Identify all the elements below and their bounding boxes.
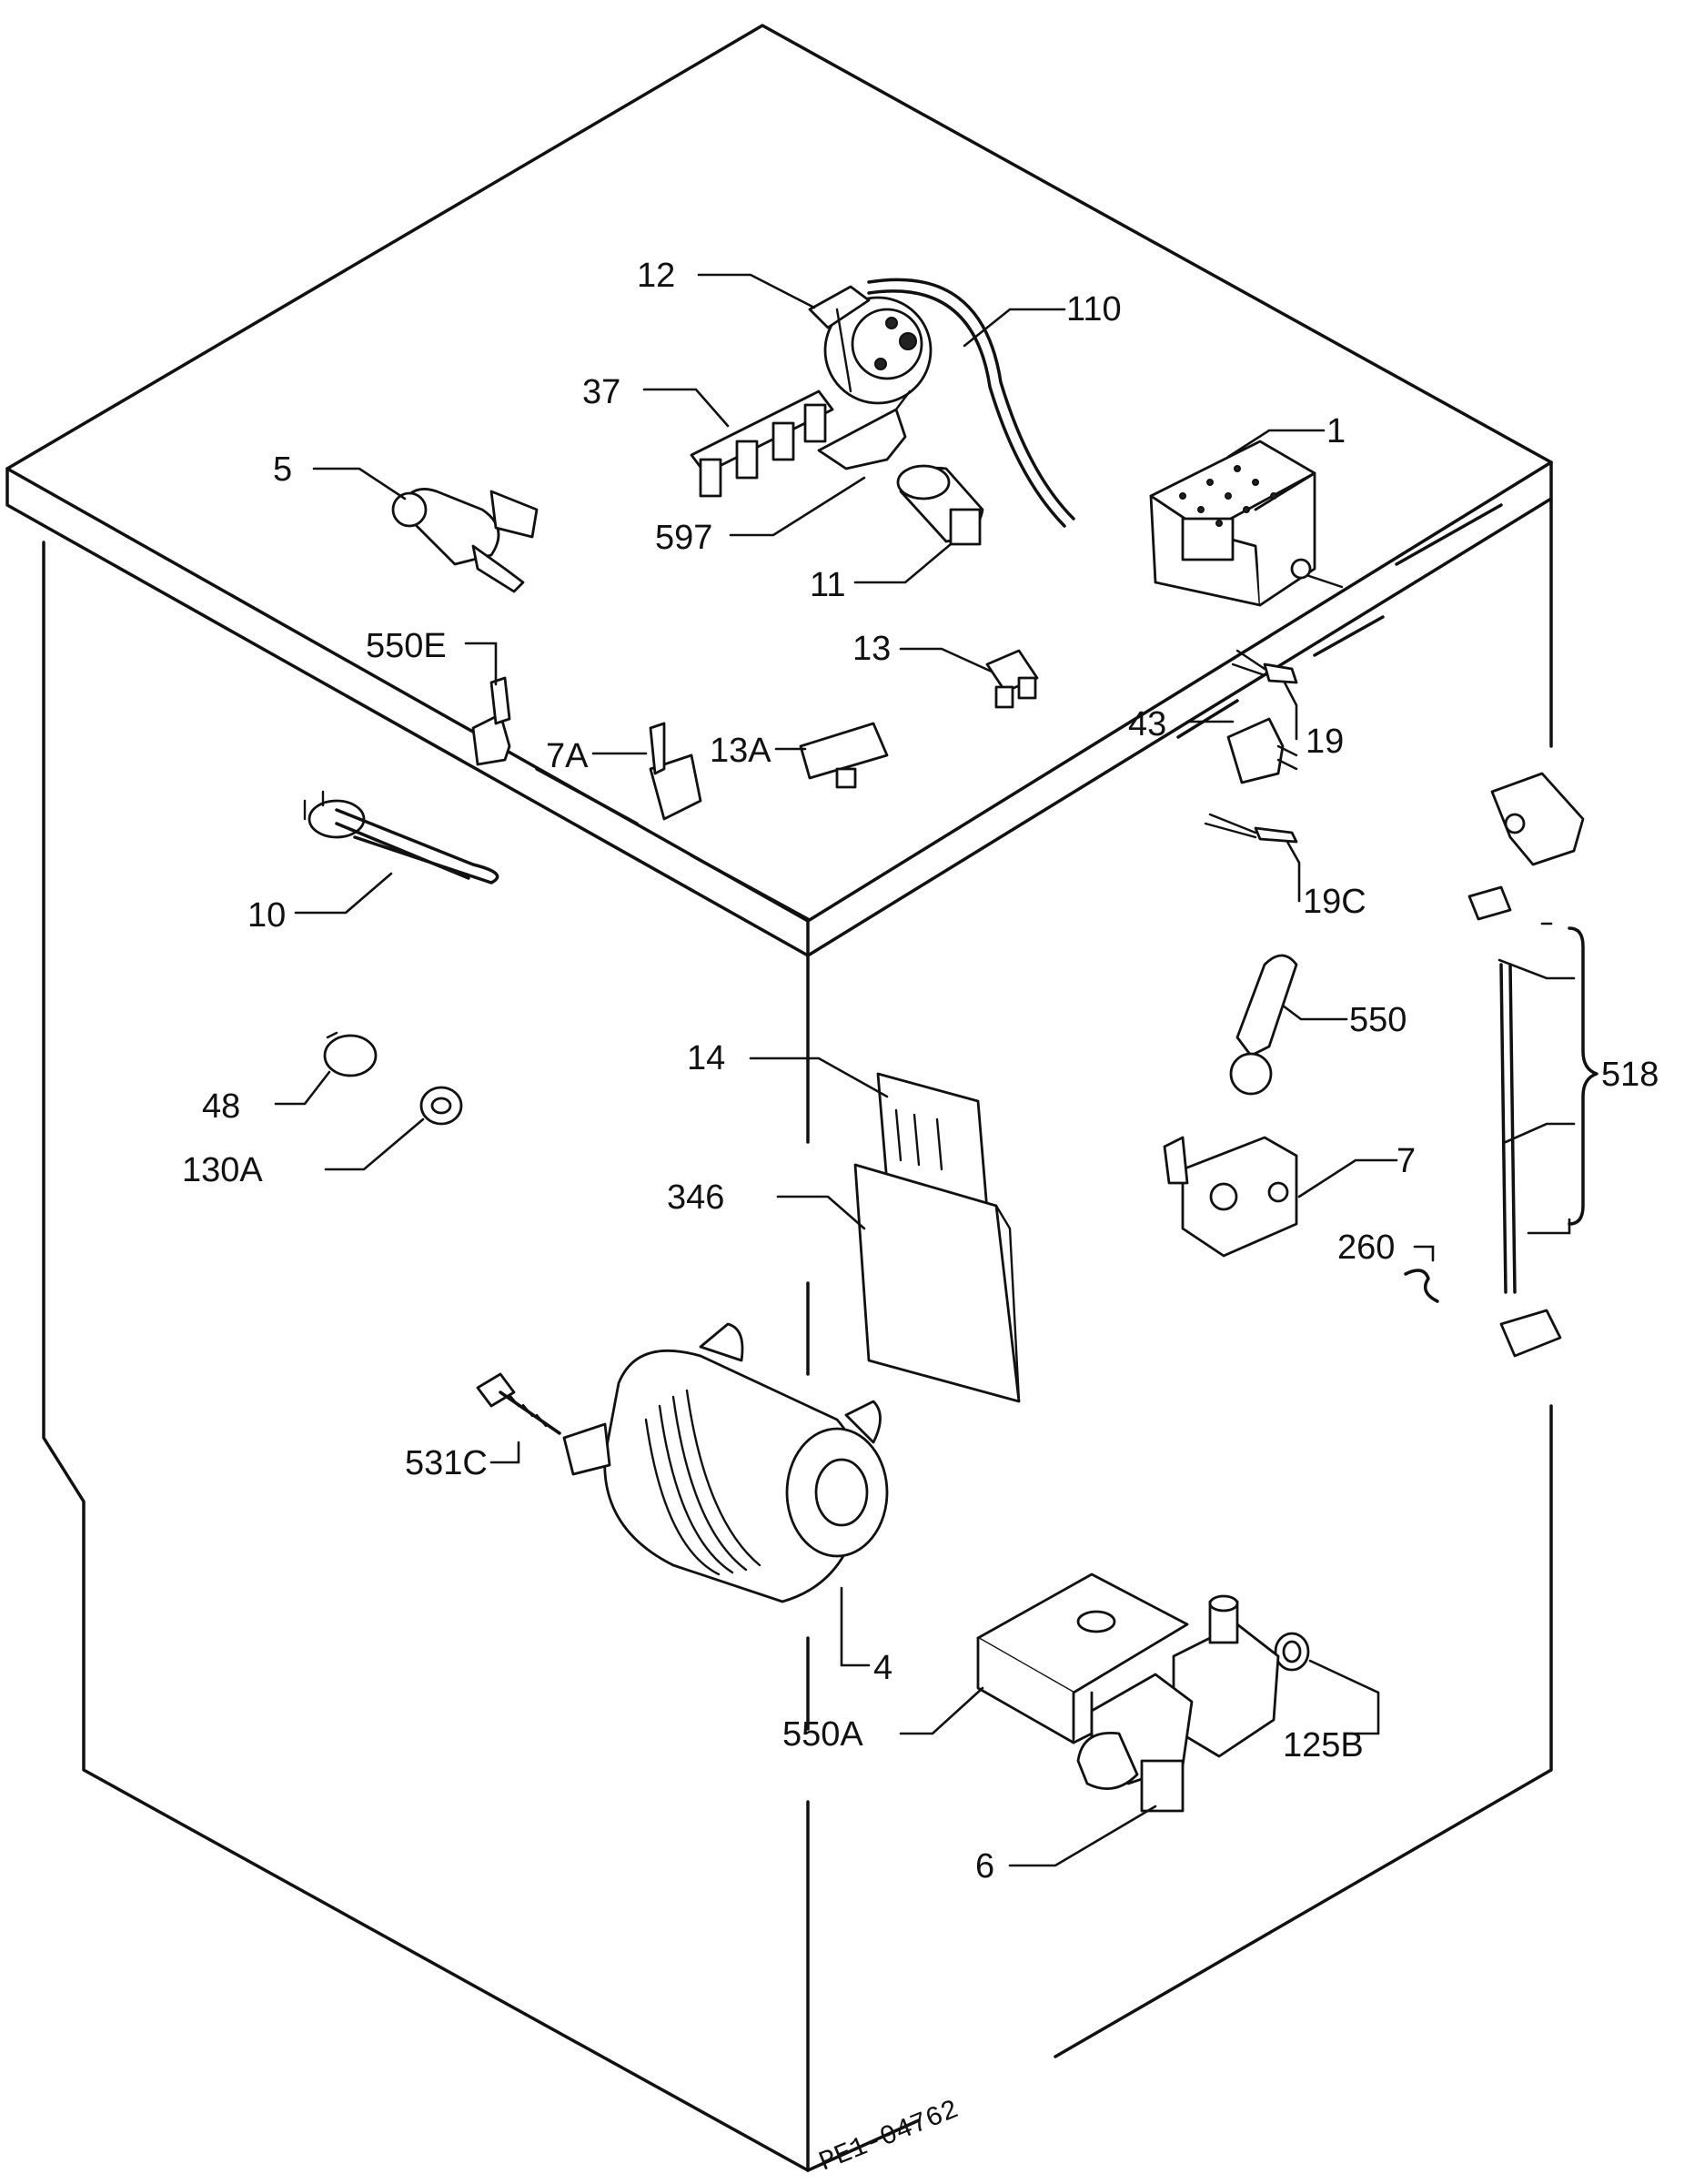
label-531c: 531C (405, 1444, 488, 1482)
part-550e-bracket (471, 676, 511, 766)
label-260: 260 (1337, 1228, 1395, 1267)
label-7a: 7A (546, 737, 589, 775)
part-125b-seal (1274, 1632, 1310, 1672)
part-550a-cover (976, 1572, 1189, 1744)
part-19-sensor (1231, 649, 1298, 684)
label-7: 7 (1397, 1142, 1416, 1180)
part-110-hose (867, 278, 1075, 528)
part-518-handle-assembly (1467, 772, 1585, 1358)
cabinet-left-wall (42, 541, 810, 2172)
part-7a-microswitch (649, 722, 702, 821)
part-43-switch (1226, 717, 1298, 784)
part-6-drain-pump (1076, 1594, 1280, 1813)
label-19c: 19C (1303, 883, 1366, 921)
label-1: 1 (1326, 412, 1346, 450)
label-550e: 550E (366, 627, 447, 665)
part-4-motor (562, 1322, 889, 1603)
cabinet-top-front-edge (5, 467, 810, 957)
label-14: 14 (687, 1039, 725, 1077)
label-346: 346 (667, 1178, 724, 1217)
label-5: 5 (273, 450, 292, 489)
part-13a-connector-strip (799, 722, 889, 789)
part-7-door-lock (1163, 1136, 1298, 1258)
part-597-bracket (817, 389, 912, 470)
part-19c-probe (1204, 813, 1298, 844)
cabinet-top (5, 24, 1553, 923)
label-13: 13 (852, 630, 891, 668)
label-11: 11 (810, 566, 845, 604)
bracket-518-brace (1568, 926, 1598, 1226)
label-10: 10 (247, 896, 286, 935)
label-550: 550 (1349, 1001, 1407, 1039)
part-531c-screw (476, 1372, 561, 1435)
part-1-programmer (1149, 440, 1344, 607)
part-346-drawer-box (853, 1163, 1021, 1403)
label-6: 6 (975, 1847, 994, 1886)
part-260-spring (1404, 1269, 1439, 1303)
label-125b: 125B (1283, 1726, 1364, 1764)
part-550-latch-lever (1229, 954, 1298, 1096)
label-130a: 130A (182, 1151, 263, 1189)
label-4: 4 (873, 1649, 892, 1687)
label-43: 43 (1128, 705, 1166, 743)
part-13-connector (985, 649, 1039, 709)
part-37-terminal-block (690, 389, 834, 498)
cabinet-top-inner-edge-3 (1176, 699, 1239, 739)
part-11-capacitor (896, 464, 984, 546)
label-518: 518 (1601, 1056, 1659, 1094)
programmer-grid-dots (1179, 465, 1277, 527)
cabinet-top-inner-edge-1 (1395, 503, 1503, 566)
label-13a: 13A (710, 732, 771, 770)
label-550a: 550A (782, 1715, 863, 1754)
label-110: 110 (1066, 290, 1122, 329)
part-48-thermostat (323, 1031, 378, 1077)
cabinet-top-inner-edge-4 (535, 767, 639, 825)
label-19: 19 (1306, 723, 1344, 761)
label-37: 37 (582, 373, 620, 411)
label-12: 12 (637, 257, 675, 295)
label-48: 48 (202, 1087, 240, 1126)
leader-lines (274, 273, 1576, 1867)
document-id: PE1-04762 (815, 2095, 963, 2179)
cabinet-outline (5, 24, 1553, 2172)
label-597: 597 (655, 519, 712, 557)
part-130a-clip (419, 1086, 463, 1126)
cabinet-right-wall-lower (1054, 1404, 1553, 2058)
cabinet-top-inner-edge-5 (690, 854, 810, 921)
part-10-heating-element (303, 790, 499, 885)
part-number-labels: 12 110 37 1 5 597 11 13 550E 43 19 7A 13… (182, 257, 1659, 1886)
part-12-pressure-switch (808, 285, 933, 405)
cabinet-right-wall-bottom (806, 2118, 921, 2172)
part-5-valve (391, 488, 539, 593)
cabinet-top-inner-edge-2 (1313, 615, 1385, 657)
